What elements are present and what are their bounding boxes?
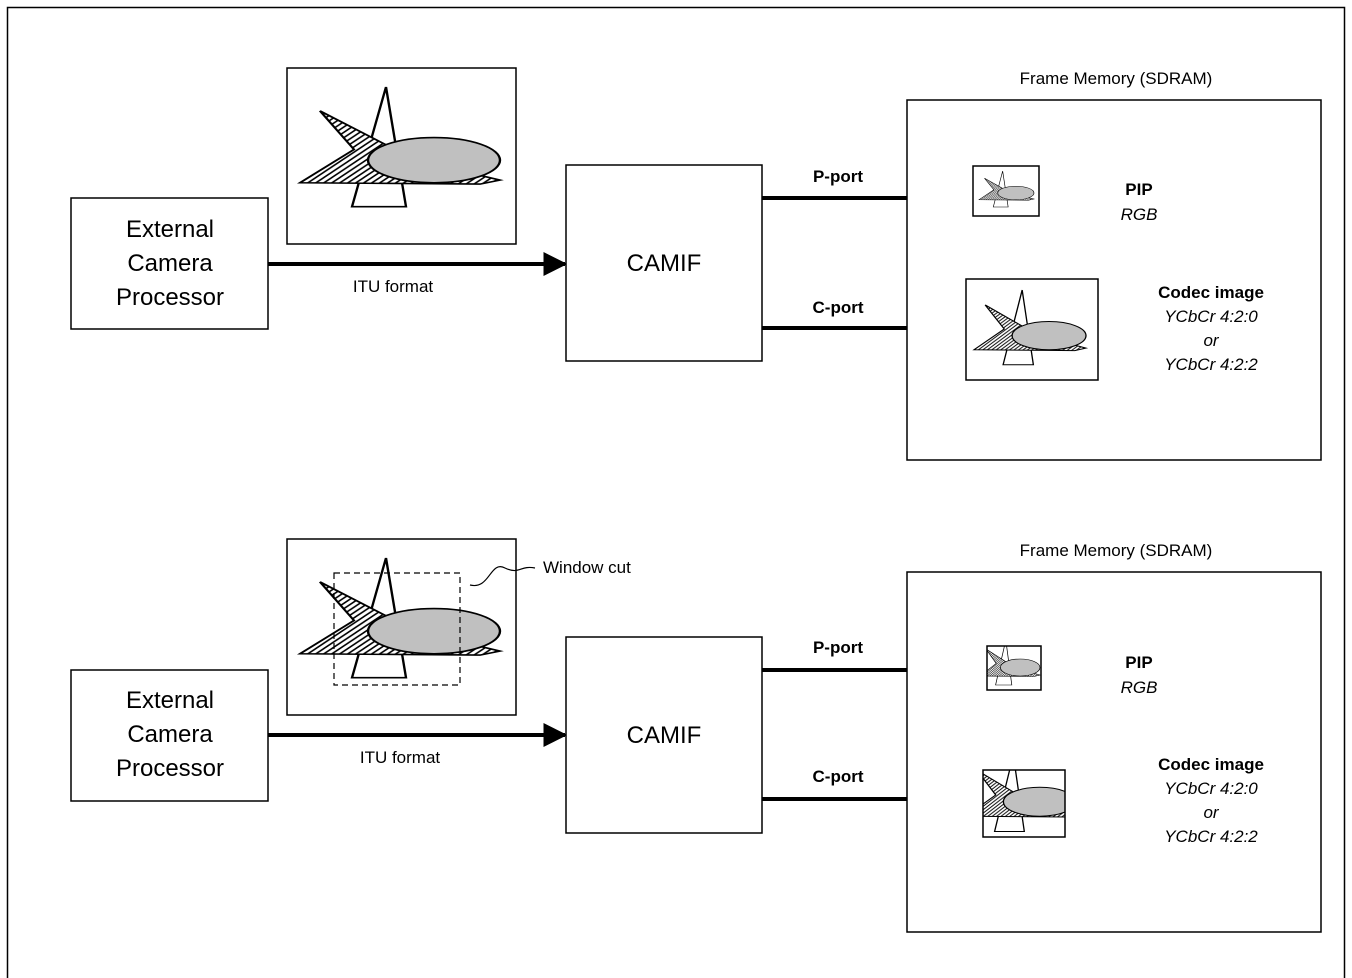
top-camif-box	[565, 164, 763, 362]
bottom-frame-memory-box	[906, 571, 1322, 933]
outer-frame	[6, 6, 1346, 978]
bottom-pip-title: PIP	[1125, 653, 1152, 672]
top-camera-processor-box	[70, 197, 269, 330]
bottom-codec-or: or	[1203, 803, 1219, 822]
bottom-diagram: Window cut External Camera Processor ITU…	[70, 538, 1322, 933]
bottom-codec-title: Codec image	[1158, 755, 1264, 774]
bottom-pip-format: RGB	[1121, 678, 1158, 697]
bottom-frame-memory-title: Frame Memory (SDRAM)	[1020, 541, 1213, 560]
bottom-camera-processor-line1: External	[126, 687, 214, 714]
bottom-camera-processor-box	[70, 669, 269, 802]
top-codec-format-1: YCbCr 4:2:0	[1164, 307, 1258, 326]
bottom-window-cut-label: Window cut	[543, 558, 631, 577]
top-codec-title: Codec image	[1158, 283, 1264, 302]
bottom-window-cut-rect	[333, 572, 461, 686]
bottom-camif-box	[565, 636, 763, 834]
top-p-port-label: P-port	[813, 167, 863, 186]
top-pip-title: PIP	[1125, 180, 1152, 199]
bottom-camif-label: CAMIF	[627, 722, 702, 749]
bottom-c-port-label: C-port	[813, 767, 864, 786]
top-pip-format: RGB	[1121, 205, 1158, 224]
top-camif-label: CAMIF	[627, 250, 702, 277]
bottom-codec-format-1: YCbCr 4:2:0	[1164, 779, 1258, 798]
top-codec-format-2: YCbCr 4:2:2	[1164, 355, 1258, 374]
bottom-codec-image-frame	[982, 769, 1066, 838]
bottom-pip-image-frame	[986, 645, 1042, 691]
top-frame-memory-title: Frame Memory (SDRAM)	[1020, 69, 1213, 88]
top-camera-processor-line2: Camera	[127, 250, 213, 277]
bottom-window-cut-leader	[469, 566, 536, 587]
top-camera-processor-line1: External	[126, 216, 214, 243]
bottom-codec-format-2: YCbCr 4:2:2	[1164, 827, 1258, 846]
bottom-camera-processor-line2: Camera	[127, 721, 213, 748]
top-diagram: External Camera Processor ITU format CAM…	[70, 67, 1322, 461]
bottom-itu-format-label: ITU format	[360, 748, 441, 767]
bottom-p-port-label: P-port	[813, 638, 863, 657]
top-c-port-label: C-port	[813, 298, 864, 317]
top-codec-or: or	[1203, 331, 1219, 350]
bottom-camera-processor-line3: Processor	[116, 755, 224, 782]
top-itu-format-label: ITU format	[353, 277, 434, 296]
top-camera-processor-line3: Processor	[116, 284, 224, 311]
